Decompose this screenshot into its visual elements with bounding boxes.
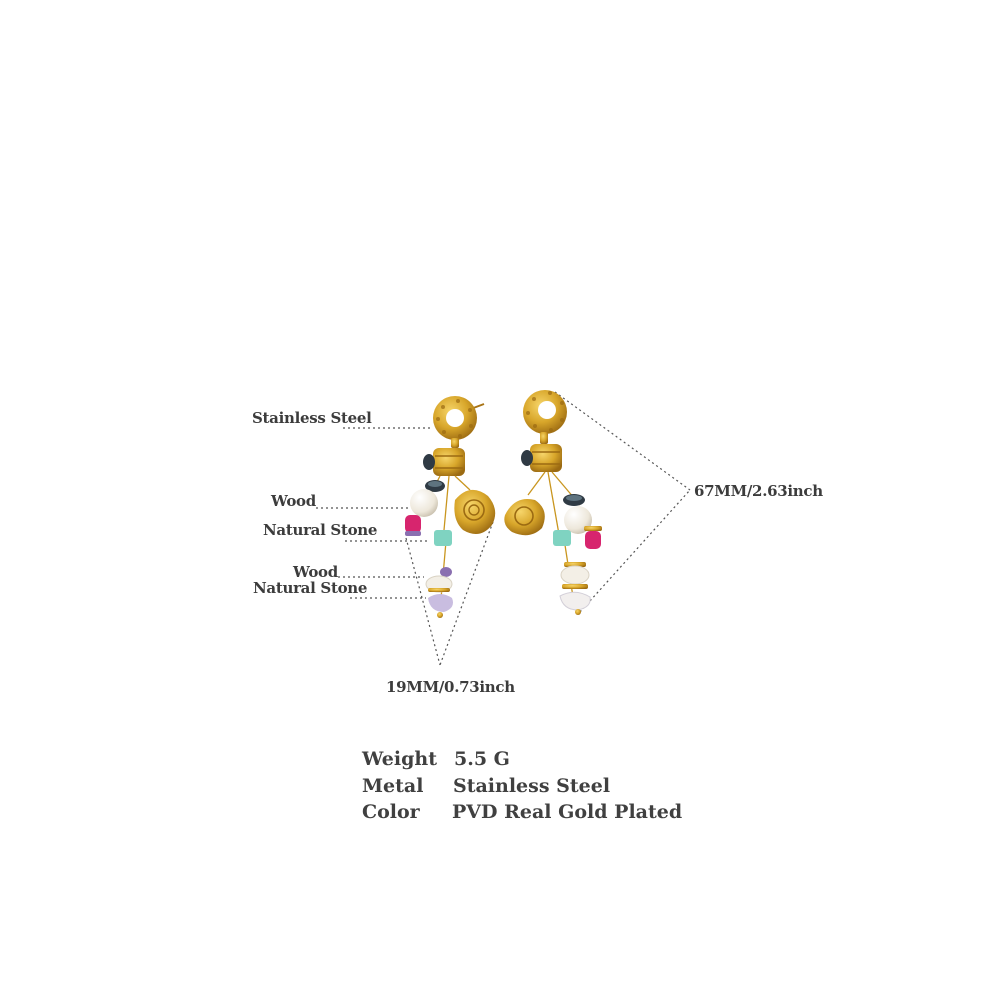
label-stainless-steel: Stainless Steel — [252, 409, 372, 427]
pearl-bead — [410, 489, 438, 517]
spec-color-value: PVD Real Gold Plated — [452, 801, 683, 823]
leader-lines — [316, 391, 691, 666]
spec-metal-value: Stainless Steel — [453, 775, 611, 797]
dimension-width: 19MM/0.73inch — [386, 678, 515, 696]
spec-metal-key: Metal — [362, 775, 424, 797]
dimension-length: 67MM/2.63inch — [694, 482, 823, 500]
label-wood-lower: Wood — [293, 563, 338, 581]
spec-weight-key: Weight — [362, 748, 437, 770]
shell-charm — [454, 489, 496, 534]
left-earring — [405, 396, 496, 618]
tube-bail — [433, 448, 465, 476]
spec-color-key: Color — [362, 801, 420, 823]
spec-weight-value: 5.5 G — [454, 748, 510, 770]
right-earring — [504, 390, 602, 615]
label-wood: Wood — [271, 492, 316, 510]
label-natural-stone-lower: Natural Stone — [253, 579, 368, 597]
label-natural-stone: Natural Stone — [263, 521, 378, 539]
